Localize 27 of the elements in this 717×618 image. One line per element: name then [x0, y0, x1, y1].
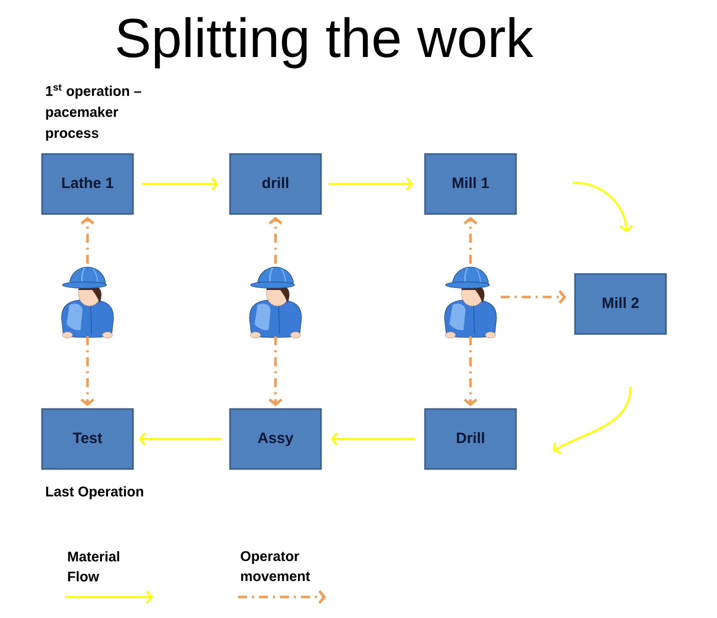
process-box: Mill 1 — [424, 153, 517, 215]
dashed-arrow — [268, 216, 282, 264]
process-box: Drill — [424, 408, 517, 470]
process-box: Assy — [229, 408, 322, 470]
worker-figure — [444, 266, 497, 338]
dashed-arrow — [464, 216, 478, 264]
arrow — [142, 177, 218, 191]
legend-label: Material Flow — [68, 551, 120, 582]
arrow — [328, 177, 414, 191]
legend-label: Operator movement — [240, 551, 310, 582]
worker-figure — [249, 266, 302, 338]
arrow — [552, 386, 632, 454]
dashed-arrow — [80, 216, 94, 264]
process-box: Lathe 1 — [41, 153, 134, 215]
dashed-arrow — [500, 290, 566, 304]
dashed-arrow — [80, 336, 94, 406]
arrow — [330, 432, 416, 446]
process-box: drill — [229, 153, 322, 215]
dashed-arrow — [268, 336, 282, 406]
worker-figure — [61, 266, 114, 338]
arrow — [572, 182, 633, 232]
process-box: Mill 2 — [574, 273, 667, 335]
title: Splitting the work — [117, 17, 534, 68]
annotation: Last Operation — [46, 486, 144, 500]
process-box: Test — [41, 408, 134, 470]
dashed-arrow — [464, 336, 478, 406]
arrow — [138, 432, 222, 446]
